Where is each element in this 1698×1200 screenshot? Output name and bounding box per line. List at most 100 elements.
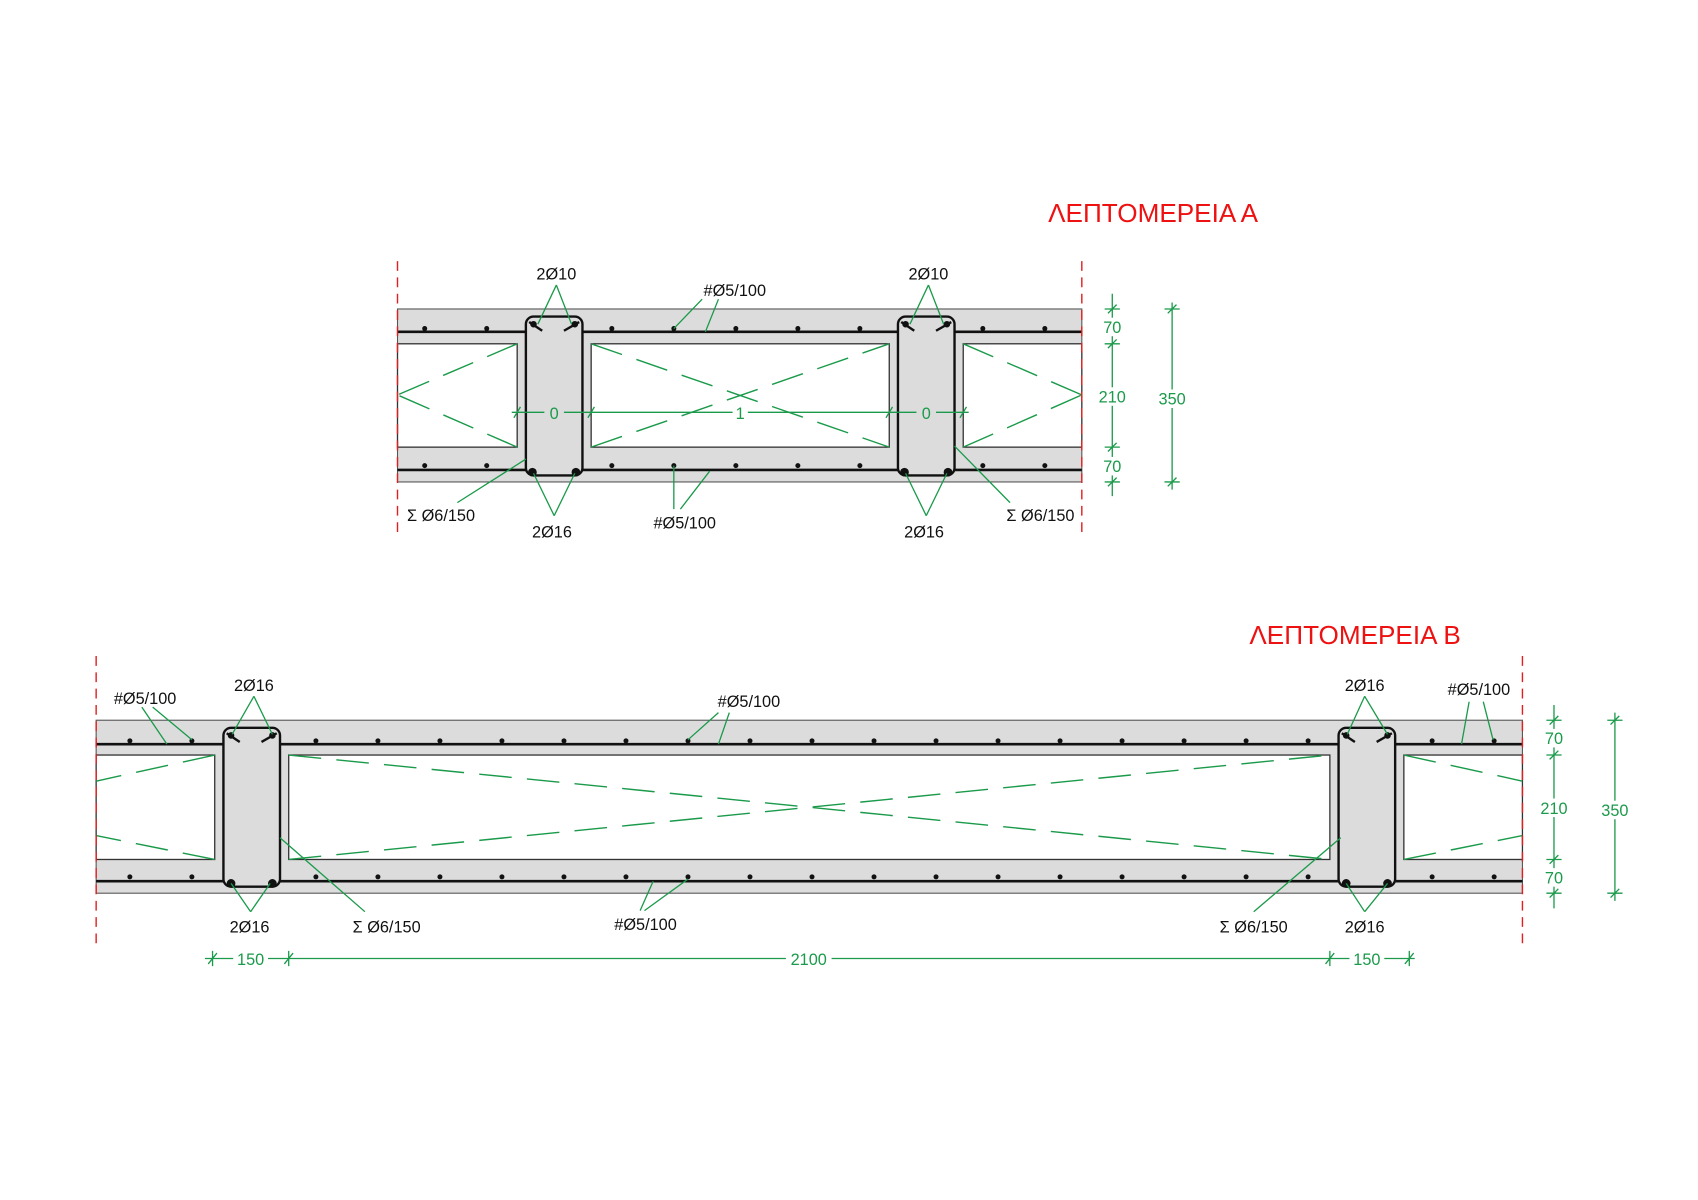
- mesh-bar-dot: [1057, 738, 1063, 744]
- detail-a-title: ΛΕΠΤΟΜΕΡΕΙΑ Α: [1048, 198, 1259, 228]
- mesh-bar-dot: [623, 874, 629, 880]
- dim-b-h-2: 150: [1353, 951, 1380, 969]
- label-rib-top-bars-b-left: 2Ø16: [234, 677, 274, 695]
- mesh-bar-dot: [1429, 738, 1435, 744]
- mesh-bar-dot: [422, 463, 428, 469]
- mesh-bar-dot: [1491, 874, 1497, 880]
- mesh-bar-dot: [871, 874, 877, 880]
- mesh-bar-dot: [995, 874, 1001, 880]
- mesh-bar-dot: [561, 874, 567, 880]
- mesh-bar-dot: [980, 326, 986, 332]
- mesh-bar-dot: [980, 463, 986, 469]
- mesh-bar-dot: [1243, 738, 1249, 744]
- mesh-bar-dot: [1243, 874, 1249, 880]
- label-rib-top-bars-a-right: 2Ø10: [908, 266, 948, 284]
- label-rib-bottom-bars-a-right: 2Ø16: [904, 523, 944, 541]
- dim-b-h-1: 2100: [791, 951, 827, 969]
- dim-a-h-0: 0: [550, 405, 559, 423]
- mesh-dots-a: [422, 326, 1048, 469]
- dimension-horizontal-a: 0 1 0: [511, 402, 969, 423]
- mesh-bar-dot: [857, 326, 863, 332]
- rib-b-right: [1337, 726, 1397, 888]
- label-mesh-bottom-a: #Ø5/100: [653, 515, 716, 533]
- label-rib-bottom-bars-b-left: 2Ø16: [230, 918, 270, 936]
- mesh-bar-dot: [995, 738, 1001, 744]
- dim-b-v-2: 70: [1545, 869, 1563, 887]
- mesh-bar-dot: [609, 326, 615, 332]
- mesh-bar-dot: [1305, 738, 1311, 744]
- mesh-bar-dot: [933, 738, 939, 744]
- dimension-vertical-b: 70 210 70 350: [1536, 704, 1633, 909]
- mesh-bar-dot: [484, 463, 490, 469]
- label-mesh-top-b-right: #Ø5/100: [1448, 681, 1511, 699]
- mesh-bar-dot: [499, 874, 505, 880]
- mesh-bar-dot: [747, 738, 753, 744]
- mesh-bar-dot: [1119, 738, 1125, 744]
- label-stirrups-b-right: Σ Ø6/150: [1220, 918, 1288, 936]
- mesh-bar-dot: [1181, 874, 1187, 880]
- mesh-bar-dot: [313, 738, 319, 744]
- mesh-bar-dot: [189, 738, 195, 744]
- mesh-bar-dot: [437, 874, 443, 880]
- void-diagonals-a: [397, 343, 1083, 448]
- dim-a-v-0: 70: [1103, 319, 1121, 337]
- mesh-bar-dot: [127, 874, 133, 880]
- dim-a-v-2: 70: [1103, 458, 1121, 476]
- mesh-bar-dot: [623, 738, 629, 744]
- mesh-bar-dot: [1042, 326, 1048, 332]
- mesh-dots-b: [127, 738, 1497, 880]
- label-rib-top-bars-b-right: 2Ø16: [1345, 677, 1385, 695]
- label-mesh-top-a: #Ø5/100: [704, 282, 767, 300]
- mesh-bar-dot: [1429, 874, 1435, 880]
- mesh-bar-dot: [1057, 874, 1063, 880]
- mesh-bar-dot: [437, 738, 443, 744]
- dim-a-h-2: 0: [922, 405, 931, 423]
- void-b-left: [95, 754, 216, 861]
- dim-a-total: 350: [1159, 391, 1186, 409]
- dim-a-h-1: 1: [736, 405, 745, 423]
- void-a-right: [962, 343, 1083, 448]
- leaders-b: [141, 695, 1494, 913]
- label-rib-bottom-bars-a-left: 2Ø16: [532, 523, 572, 541]
- mesh-bar-dot: [127, 738, 133, 744]
- label-stirrups-a-right: Σ Ø6/150: [1006, 507, 1074, 525]
- mesh-bar-dot: [1119, 874, 1125, 880]
- dim-b-v-0: 70: [1545, 730, 1563, 748]
- label-stirrups-b-left: Σ Ø6/150: [353, 918, 421, 936]
- mesh-bar-dot: [609, 463, 615, 469]
- mesh-bar-dot: [733, 326, 739, 332]
- detail-a: ΛΕΠΤΟΜΕΡΕΙΑ Α: [396, 198, 1259, 541]
- mesh-bar-dot: [747, 874, 753, 880]
- label-mesh-bottom-b: #Ø5/100: [614, 916, 677, 934]
- rib-a-right: [896, 315, 956, 477]
- leaders-a: [456, 284, 1011, 516]
- mesh-bar-dot: [1305, 874, 1311, 880]
- mesh-bar-dot: [561, 738, 567, 744]
- mesh-bar-dot: [1042, 463, 1048, 469]
- mesh-bar-dot: [189, 874, 195, 880]
- dimension-vertical-a: 70 210 70 350: [1094, 293, 1190, 497]
- label-stirrups-a-left: Σ Ø6/150: [407, 507, 475, 525]
- mesh-bar-dot: [499, 738, 505, 744]
- rib-a-left: [524, 315, 584, 477]
- mesh-bar-dot: [685, 738, 691, 744]
- mesh-bar-dot: [1181, 738, 1187, 744]
- dim-b-total: 350: [1601, 802, 1628, 820]
- dim-b-h-0: 150: [237, 951, 264, 969]
- mesh-bar-dot: [795, 326, 801, 332]
- detail-b: ΛΕΠΤΟΜΕΡΕΙΑ Β: [95, 620, 1633, 969]
- mesh-bar-dot: [795, 463, 801, 469]
- mesh-bar-dot: [422, 326, 428, 332]
- mesh-bar-dot: [484, 326, 490, 332]
- mesh-bar-dot: [871, 738, 877, 744]
- mesh-bar-dot: [933, 874, 939, 880]
- label-rib-bottom-bars-b-right: 2Ø16: [1345, 918, 1385, 936]
- rib-b-left: [222, 726, 282, 888]
- label-mesh-top-b-left: #Ø5/100: [114, 690, 177, 708]
- mesh-bar-dot: [857, 463, 863, 469]
- dim-b-v-1: 210: [1540, 800, 1567, 818]
- void-b-right: [1403, 754, 1524, 861]
- void-diagonals-b: [95, 754, 1523, 861]
- label-mesh-top-b-center: #Ø5/100: [718, 693, 781, 711]
